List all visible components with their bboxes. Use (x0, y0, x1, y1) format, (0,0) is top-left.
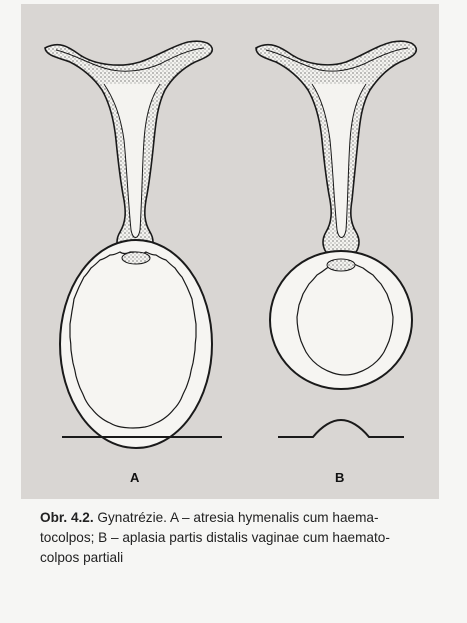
figure-caption: Obr. 4.2. Gynatrézie. A – atresia hymena… (40, 508, 440, 568)
caption-line-1: Obr. 4.2. Gynatrézie. A – atresia hymena… (40, 508, 440, 528)
panel-label-b: B (335, 470, 344, 485)
gynatresia-illustration (0, 0, 467, 500)
drawing-a-uterus (45, 41, 212, 256)
caption-line-3: colpos partiali (40, 548, 440, 568)
caption-text-1: Gynatrézie. A – atresia hymenalis cum ha… (94, 510, 379, 525)
drawing-b-uterus (256, 41, 416, 256)
caption-line-2: tocolpos; B – aplasia partis distalis va… (40, 528, 440, 548)
haematocolpos-b (270, 251, 412, 437)
haematocolpos-a (60, 240, 222, 448)
caption-figure-number: Obr. 4.2. (40, 510, 94, 525)
panel-label-a: A (130, 470, 139, 485)
